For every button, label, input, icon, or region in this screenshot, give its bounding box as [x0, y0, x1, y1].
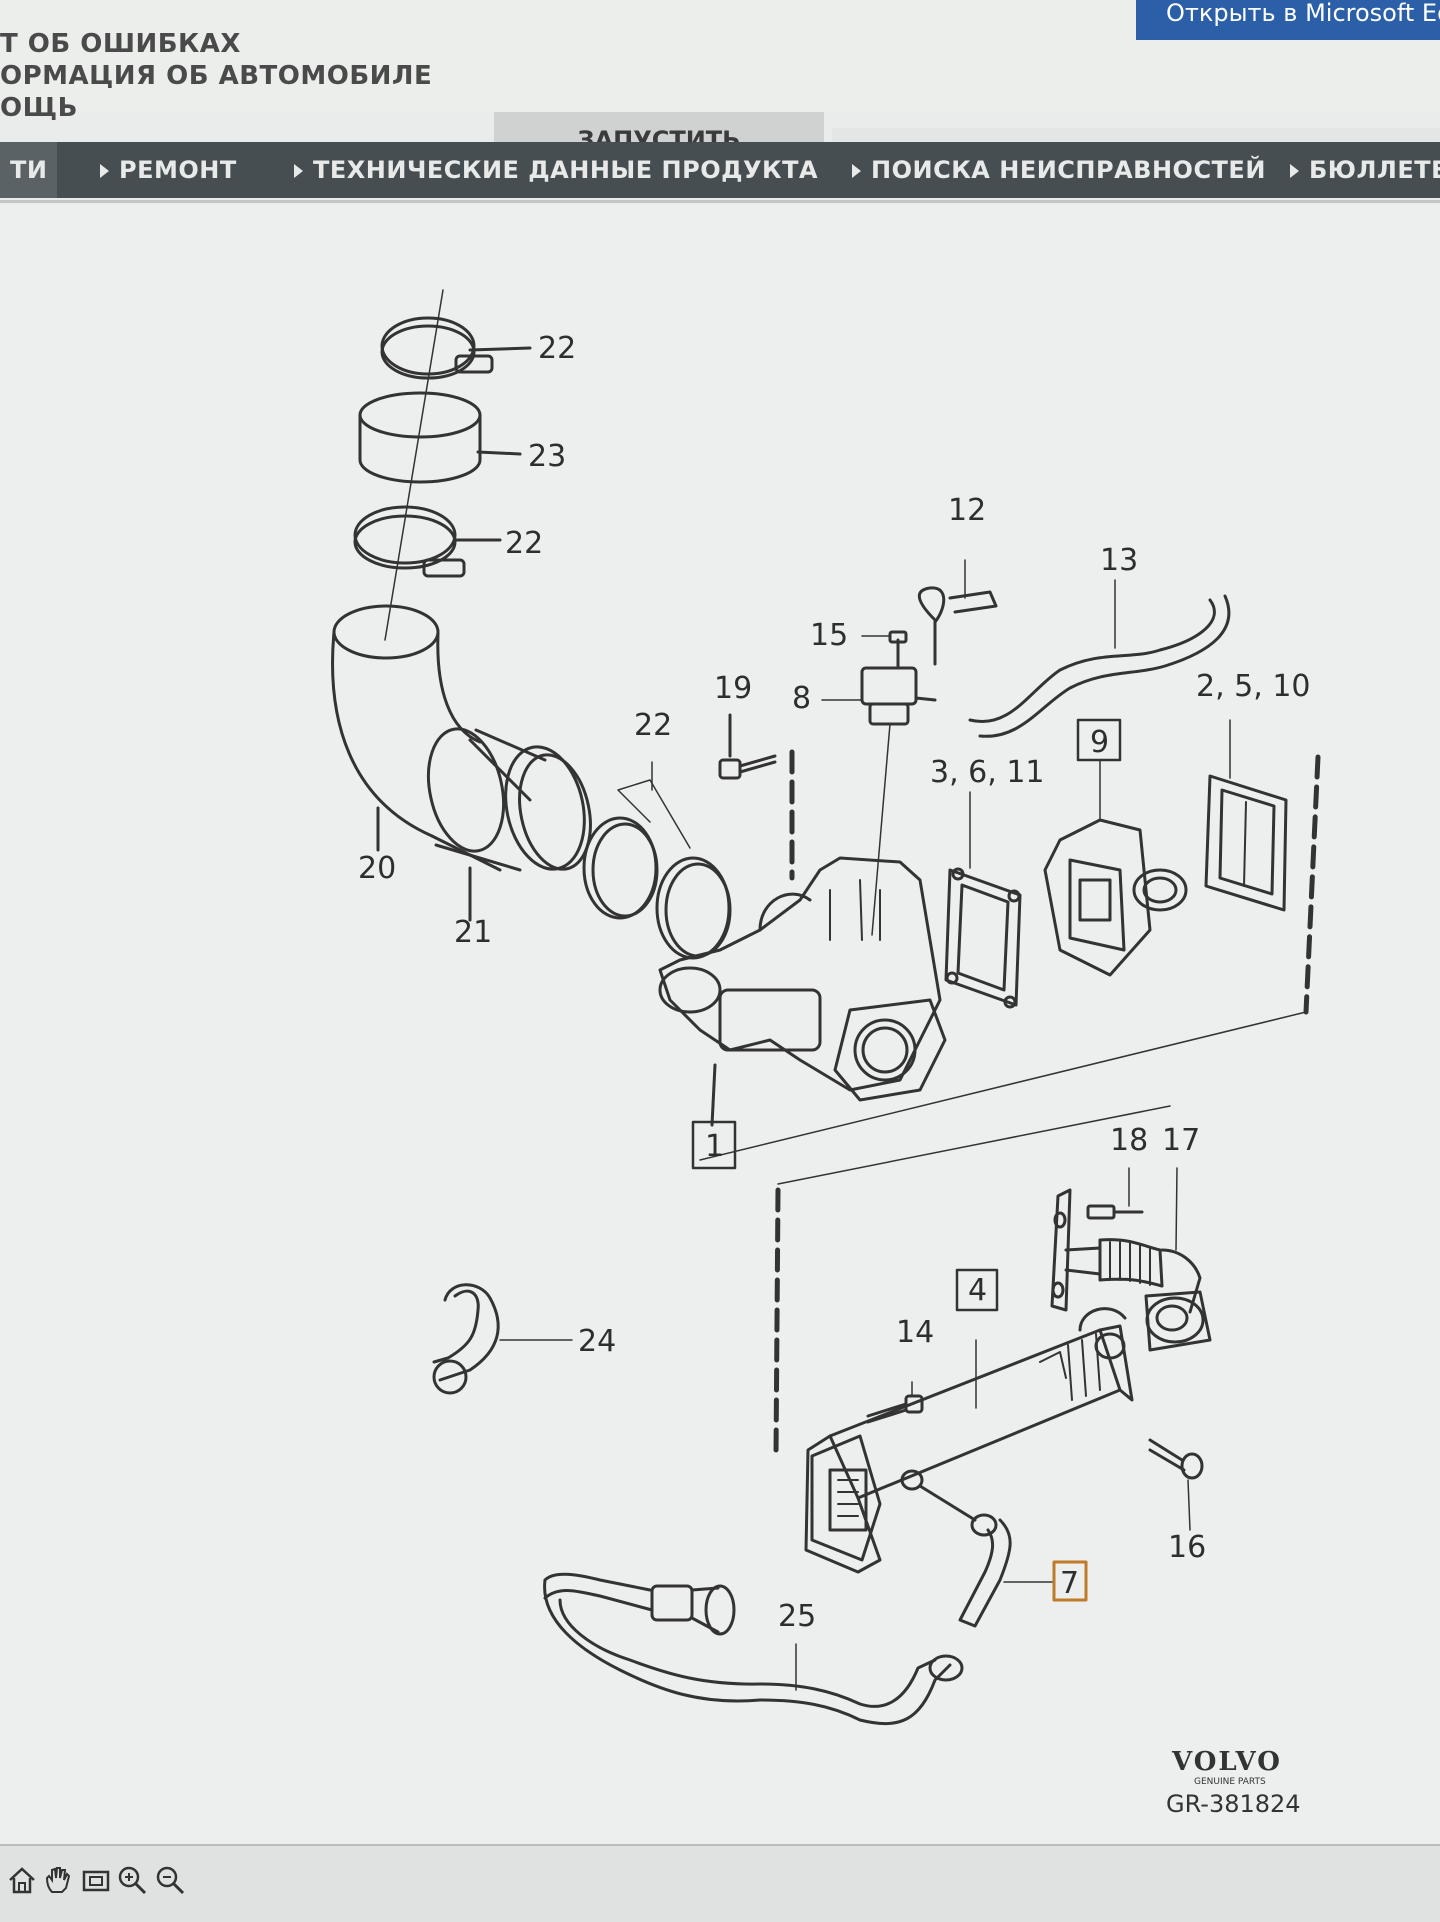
header-menu: Т ОБ ОШИБКАХ ОРМАЦИЯ ОБ АВТОМОБИЛЕ ОЩЬ: [0, 28, 432, 124]
callout-12: 12: [948, 493, 986, 528]
callout-4: 4: [968, 1273, 987, 1308]
open-in-edge-button[interactable]: Открыть в Microsoft Edg: [1136, 0, 1440, 40]
pan-hand-icon[interactable]: [42, 1864, 74, 1896]
vacuum-solenoid: [821, 630, 937, 936]
callout-13: 13: [1100, 543, 1138, 578]
gasket-2-5-10: [1204, 719, 1288, 912]
callout-22: 22: [505, 526, 543, 561]
callout-21: 21: [454, 915, 492, 950]
gasket-3-6-11: [944, 791, 1022, 1009]
vacuum-hose-12: [917, 559, 998, 666]
nav-item-troubleshooting[interactable]: ПОИСКА НЕИСПРАВНОСТЕЙ: [852, 142, 1266, 198]
coolant-hose-7: [900, 1469, 1088, 1628]
volvo-logo: VOLVO: [1171, 1747, 1282, 1777]
main-nav: ТИ РЕМОНТ ТЕХНИЧЕСКИЕ ДАННЫЕ ПРОДУКТА ПО…: [0, 142, 1440, 198]
coolant-hose-25: [543, 1572, 964, 1726]
callout-18: 18: [1110, 1123, 1148, 1158]
vacuum-hose-13: [968, 579, 1231, 738]
hose-sleeve: [358, 391, 522, 484]
nav-item-parts[interactable]: ТИ: [0, 142, 58, 198]
menu-link-errors[interactable]: Т ОБ ОШИБКАХ: [0, 29, 241, 59]
viewer-toolbar: [0, 1844, 1440, 1922]
group-frame-lower: [773, 1187, 781, 1458]
callout-17: 17: [1162, 1123, 1200, 1158]
home-icon[interactable]: [6, 1864, 38, 1896]
zoom-out-icon[interactable]: [154, 1864, 186, 1896]
egr-cooler-valve: [1043, 718, 1188, 977]
arrow-right-icon: [852, 164, 861, 178]
group-frame-upper: [789, 749, 1321, 1015]
exploded-parts-diagram: 22 23 22 12 13 15 8 19 22 2, 5, 10 3, 6,…: [331, 289, 1321, 1818]
hose-clamp-top: [380, 316, 532, 380]
callout-14: 14: [896, 1315, 934, 1350]
hose-clamp-middle: [353, 505, 502, 578]
callout-1: 1: [705, 1129, 724, 1164]
arrow-right-icon: [294, 164, 303, 178]
assembly-axis: [384, 289, 444, 641]
callout-19: 19: [714, 671, 752, 706]
callout-22: 22: [634, 708, 672, 743]
callout-15: 15: [810, 618, 848, 653]
callout-3-6-11: 3, 6, 11: [930, 755, 1045, 790]
figure-id: GR-381824: [1166, 1790, 1301, 1818]
egr-valve-assembly: [658, 856, 947, 1127]
nav-item-bulletins[interactable]: БЮЛЛЕТЕ: [1290, 142, 1440, 198]
parts-diagram-viewer[interactable]: 22 23 22 12 13 15 8 19 22 2, 5, 10 3, 6,…: [0, 204, 1440, 1844]
nav-item-repair[interactable]: РЕМОНТ: [100, 142, 237, 198]
bolt-14: [866, 1394, 924, 1424]
menu-link-vehicle-info[interactable]: ОРМАЦИЯ ОБ АВТОМОБИЛЕ: [0, 61, 433, 91]
fit-page-icon[interactable]: [80, 1864, 112, 1896]
zoom-in-icon[interactable]: [116, 1864, 148, 1896]
header-divider: [0, 200, 1440, 203]
callout-25: 25: [778, 1599, 816, 1634]
callout-2-5-10: 2, 5, 10: [1196, 669, 1311, 704]
app-header: Т ОБ ОШИБКАХ ОРМАЦИЯ ОБ АВТОМОБИЛЕ ОЩЬ О…: [0, 0, 1440, 123]
elbow-hose: [331, 604, 482, 852]
egr-cooler: [804, 1268, 1134, 1574]
coolant-hose-24: [432, 1283, 573, 1395]
intake-pipe: [427, 727, 592, 922]
callout-16: 16: [1168, 1530, 1206, 1565]
menu-link-help[interactable]: ОЩЬ: [0, 93, 78, 123]
genuine-parts-text: GENUINE PARTS: [1194, 1777, 1266, 1787]
nav-item-tech-data[interactable]: ТЕХНИЧЕСКИЕ ДАННЫЕ ПРОДУКТА: [294, 142, 818, 198]
arrow-right-icon: [100, 164, 109, 178]
callout-7: 7: [1060, 1566, 1079, 1601]
egr-pipe-flexible: [1050, 1167, 1212, 1352]
bolt-16: [1148, 1438, 1204, 1531]
group-frame-line: [699, 1011, 1307, 1161]
callout-8: 8: [792, 681, 811, 716]
label-box-1: [691, 1120, 737, 1170]
callout-9: 9: [1090, 725, 1109, 760]
bolt-19: [718, 713, 777, 780]
callout-20: 20: [358, 851, 396, 886]
arrow-right-icon: [1290, 164, 1299, 178]
group-frame-line-lower: [777, 1105, 1171, 1185]
hose-clamp-pair: [582, 761, 732, 960]
callout-23: 23: [528, 439, 566, 474]
callout-24: 24: [578, 1324, 616, 1359]
callout-22: 22: [538, 331, 576, 366]
